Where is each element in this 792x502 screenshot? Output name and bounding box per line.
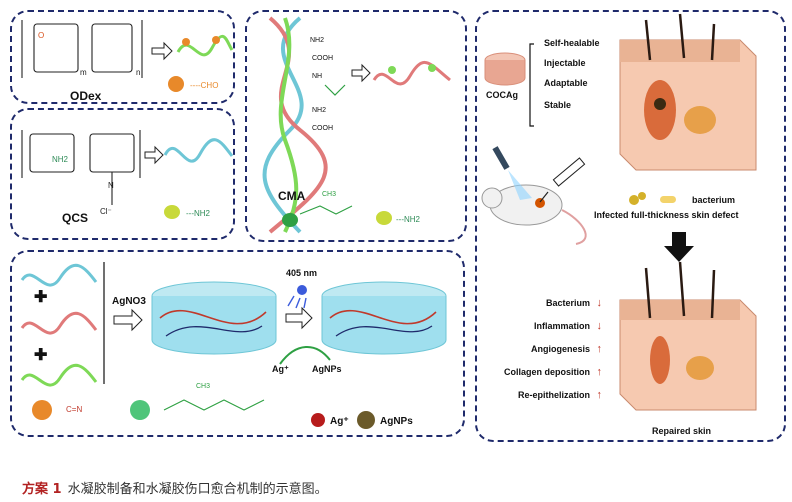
outcome-collagen-arrow: ↑ [597,366,603,378]
qcs-cl: Cl⁻ [100,207,112,216]
scheme-diagram: O m n ODex ----CHO NH2 N Cl⁻ QCS ---NH2 … [20,13,757,436]
outcome-inflammation: Inflammation [534,321,590,331]
odex-label: ODex [70,89,102,103]
gel-ch3: CH3 [196,383,210,390]
cocag-label: COCAg [486,90,518,100]
property-injectable: Injectable [544,58,586,68]
agno3-label: AgNO3 [112,296,146,307]
property-stable: Stable [544,100,571,110]
outcome-collagen: Collagen deposition [504,367,590,377]
odex-arrow [151,41,173,61]
cma-side-chain [299,205,353,215]
aldehyde-icon [32,400,52,420]
qcs-group-label: ---NH2 [186,209,211,218]
legend-ag-plus: Ag⁺ [330,416,349,427]
odex-panel [10,10,235,104]
agnps-label: AgNPs [312,364,342,374]
cma-cooh-1: COOH [312,55,333,62]
plus-icon: ✚ [34,347,47,364]
cma-nh2-2: NH2 [312,107,326,114]
outcome-reepithelization: Re-epithelization [518,390,590,400]
cma-helix [262,16,328,234]
gel-arrow [113,308,143,332]
reduction-arrow [279,346,331,365]
odex-aldehyde-mark [212,36,220,44]
cma-label: CMA [278,189,306,203]
caption-text: 水凝胶制备和水凝胶伤口愈合机制的示意图。 [67,482,328,497]
outcome-angiogenesis: Angiogenesis [531,344,590,354]
qcs-n: N [108,181,114,190]
cma-cooh-2: COOH [312,125,333,132]
wound-panel [475,10,786,442]
cocag-gel-icon [484,52,526,86]
outcome-angiogenesis-arrow: ↑ [597,343,603,355]
healing-arrow [664,232,694,262]
light-label: 405 nm [286,268,317,278]
imine-bond: C=N [66,405,82,414]
cma-legend-icon [282,213,298,227]
gel-chain-teal [20,263,98,287]
odex-group-label: ----CHO [190,81,218,90]
qcs-label: QCS [62,211,88,225]
property-adaptable: Adaptable [544,78,588,88]
cma-group-label: ---NH2 [396,215,421,224]
qcs-structure [21,130,141,205]
gel-chain-green [20,363,98,387]
qcs-panel [10,108,235,240]
bacterium-rod-icon [660,196,676,203]
qcs-nh2: NH2 [52,155,69,164]
caption-number: 方案 1 [22,482,62,497]
light-probe-icon [492,146,532,200]
properties-bracket [529,43,534,127]
infected-skin-illustration [619,13,757,171]
ag-ion-label: Ag⁺ [272,364,289,374]
syringe-icon [539,157,586,203]
cma-mark [388,66,396,74]
odex-sub-m: m [80,68,87,77]
odex-structure [21,20,143,78]
hydrogel-cylinder-right [321,281,447,355]
bacterium-icon [638,192,646,200]
agnp-icon [357,411,375,429]
methacrylate-icon [130,400,150,420]
odex-sub-n: n [136,68,140,77]
gel-panel [10,250,465,437]
repaired-skin-illustration [619,261,757,411]
odex-o: O [38,31,44,40]
crosslink-chain [163,399,265,411]
qcs-arrow [144,145,164,165]
cma-methacrylate [324,84,346,96]
figure-caption: 方案 1 水凝胶制备和水凝胶伤口愈合机制的示意图。 [22,478,328,497]
aldehyde-legend-icon [168,76,184,92]
defect-label: Infected full-thickness skin defect [594,210,739,220]
ag-ion-icon [311,413,325,427]
outcome-bacterium: Bacterium [546,298,590,308]
bacterium-icon [629,195,639,205]
outcome-inflammation-arrow: ↓ [597,320,603,332]
cma-nh: NH [312,73,322,80]
cma-nh2-1: NH2 [310,37,324,44]
light-source-icon [287,285,307,309]
property-self-healable: Self-healable [544,38,600,48]
gel-chain-pink [20,311,98,335]
legend-agnps: AgNPs [380,416,413,427]
cma-mark [428,64,436,72]
cma-arrow [351,63,371,83]
mouse-illustration [481,184,587,245]
cma-chain [372,61,451,86]
qcs-chain [163,138,234,163]
crosslink-arrow [285,306,313,330]
hydrogel-cylinder-left [151,281,277,355]
plus-icon: ✚ [34,289,47,306]
cma-panel [245,10,467,242]
cma-amine-icon [376,211,392,225]
outcome-bacterium-arrow: ↓ [597,297,603,309]
cma-ch3: CH3 [322,191,336,198]
amine-legend-icon [164,205,180,219]
repaired-label: Repaired skin [652,426,711,436]
odex-aldehyde-mark [182,38,190,46]
bacterium-label: bacterium [692,195,735,205]
outcome-reepithelization-arrow: ↑ [597,389,603,401]
